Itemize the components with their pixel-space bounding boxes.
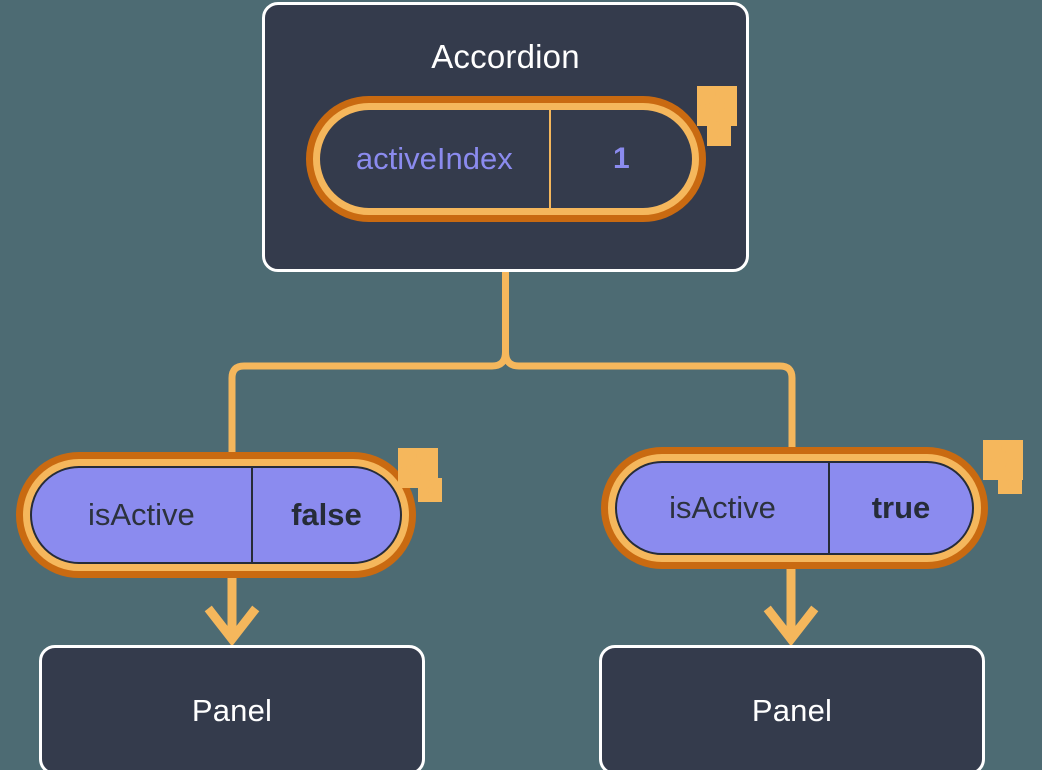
sparkle-icon <box>983 440 1023 480</box>
prop-key: isActive <box>32 468 253 562</box>
component-node-panel-left[interactable]: Panel <box>39 645 425 770</box>
prop-pill-inner: isActive true <box>615 461 974 555</box>
prop-key: activeIndex <box>320 110 551 208</box>
connector-branch-left <box>228 348 509 456</box>
arrow-right <box>763 569 819 647</box>
component-node-panel-right[interactable]: Panel <box>599 645 985 770</box>
prop-pill-inner: isActive false <box>30 466 402 564</box>
prop-pill-isactive-true[interactable]: isActive true <box>601 447 988 569</box>
panel-title: Panel <box>191 692 273 728</box>
prop-key: isActive <box>617 463 830 553</box>
prop-pill-activeindex[interactable]: activeIndex 1 <box>306 96 706 222</box>
page-title: Accordion <box>431 38 580 75</box>
arrow-left <box>204 578 260 647</box>
sparkle-icon <box>998 470 1022 494</box>
prop-pill-inner: activeIndex 1 <box>320 110 692 208</box>
sparkle-icon <box>418 478 442 502</box>
connector-branch-right <box>502 348 796 456</box>
panel-title: Panel <box>751 692 833 728</box>
prop-value: false <box>291 497 362 532</box>
prop-value: 1 <box>612 142 630 175</box>
prop-pill-isactive-false[interactable]: isActive false <box>16 452 416 578</box>
prop-value: true <box>871 490 931 525</box>
